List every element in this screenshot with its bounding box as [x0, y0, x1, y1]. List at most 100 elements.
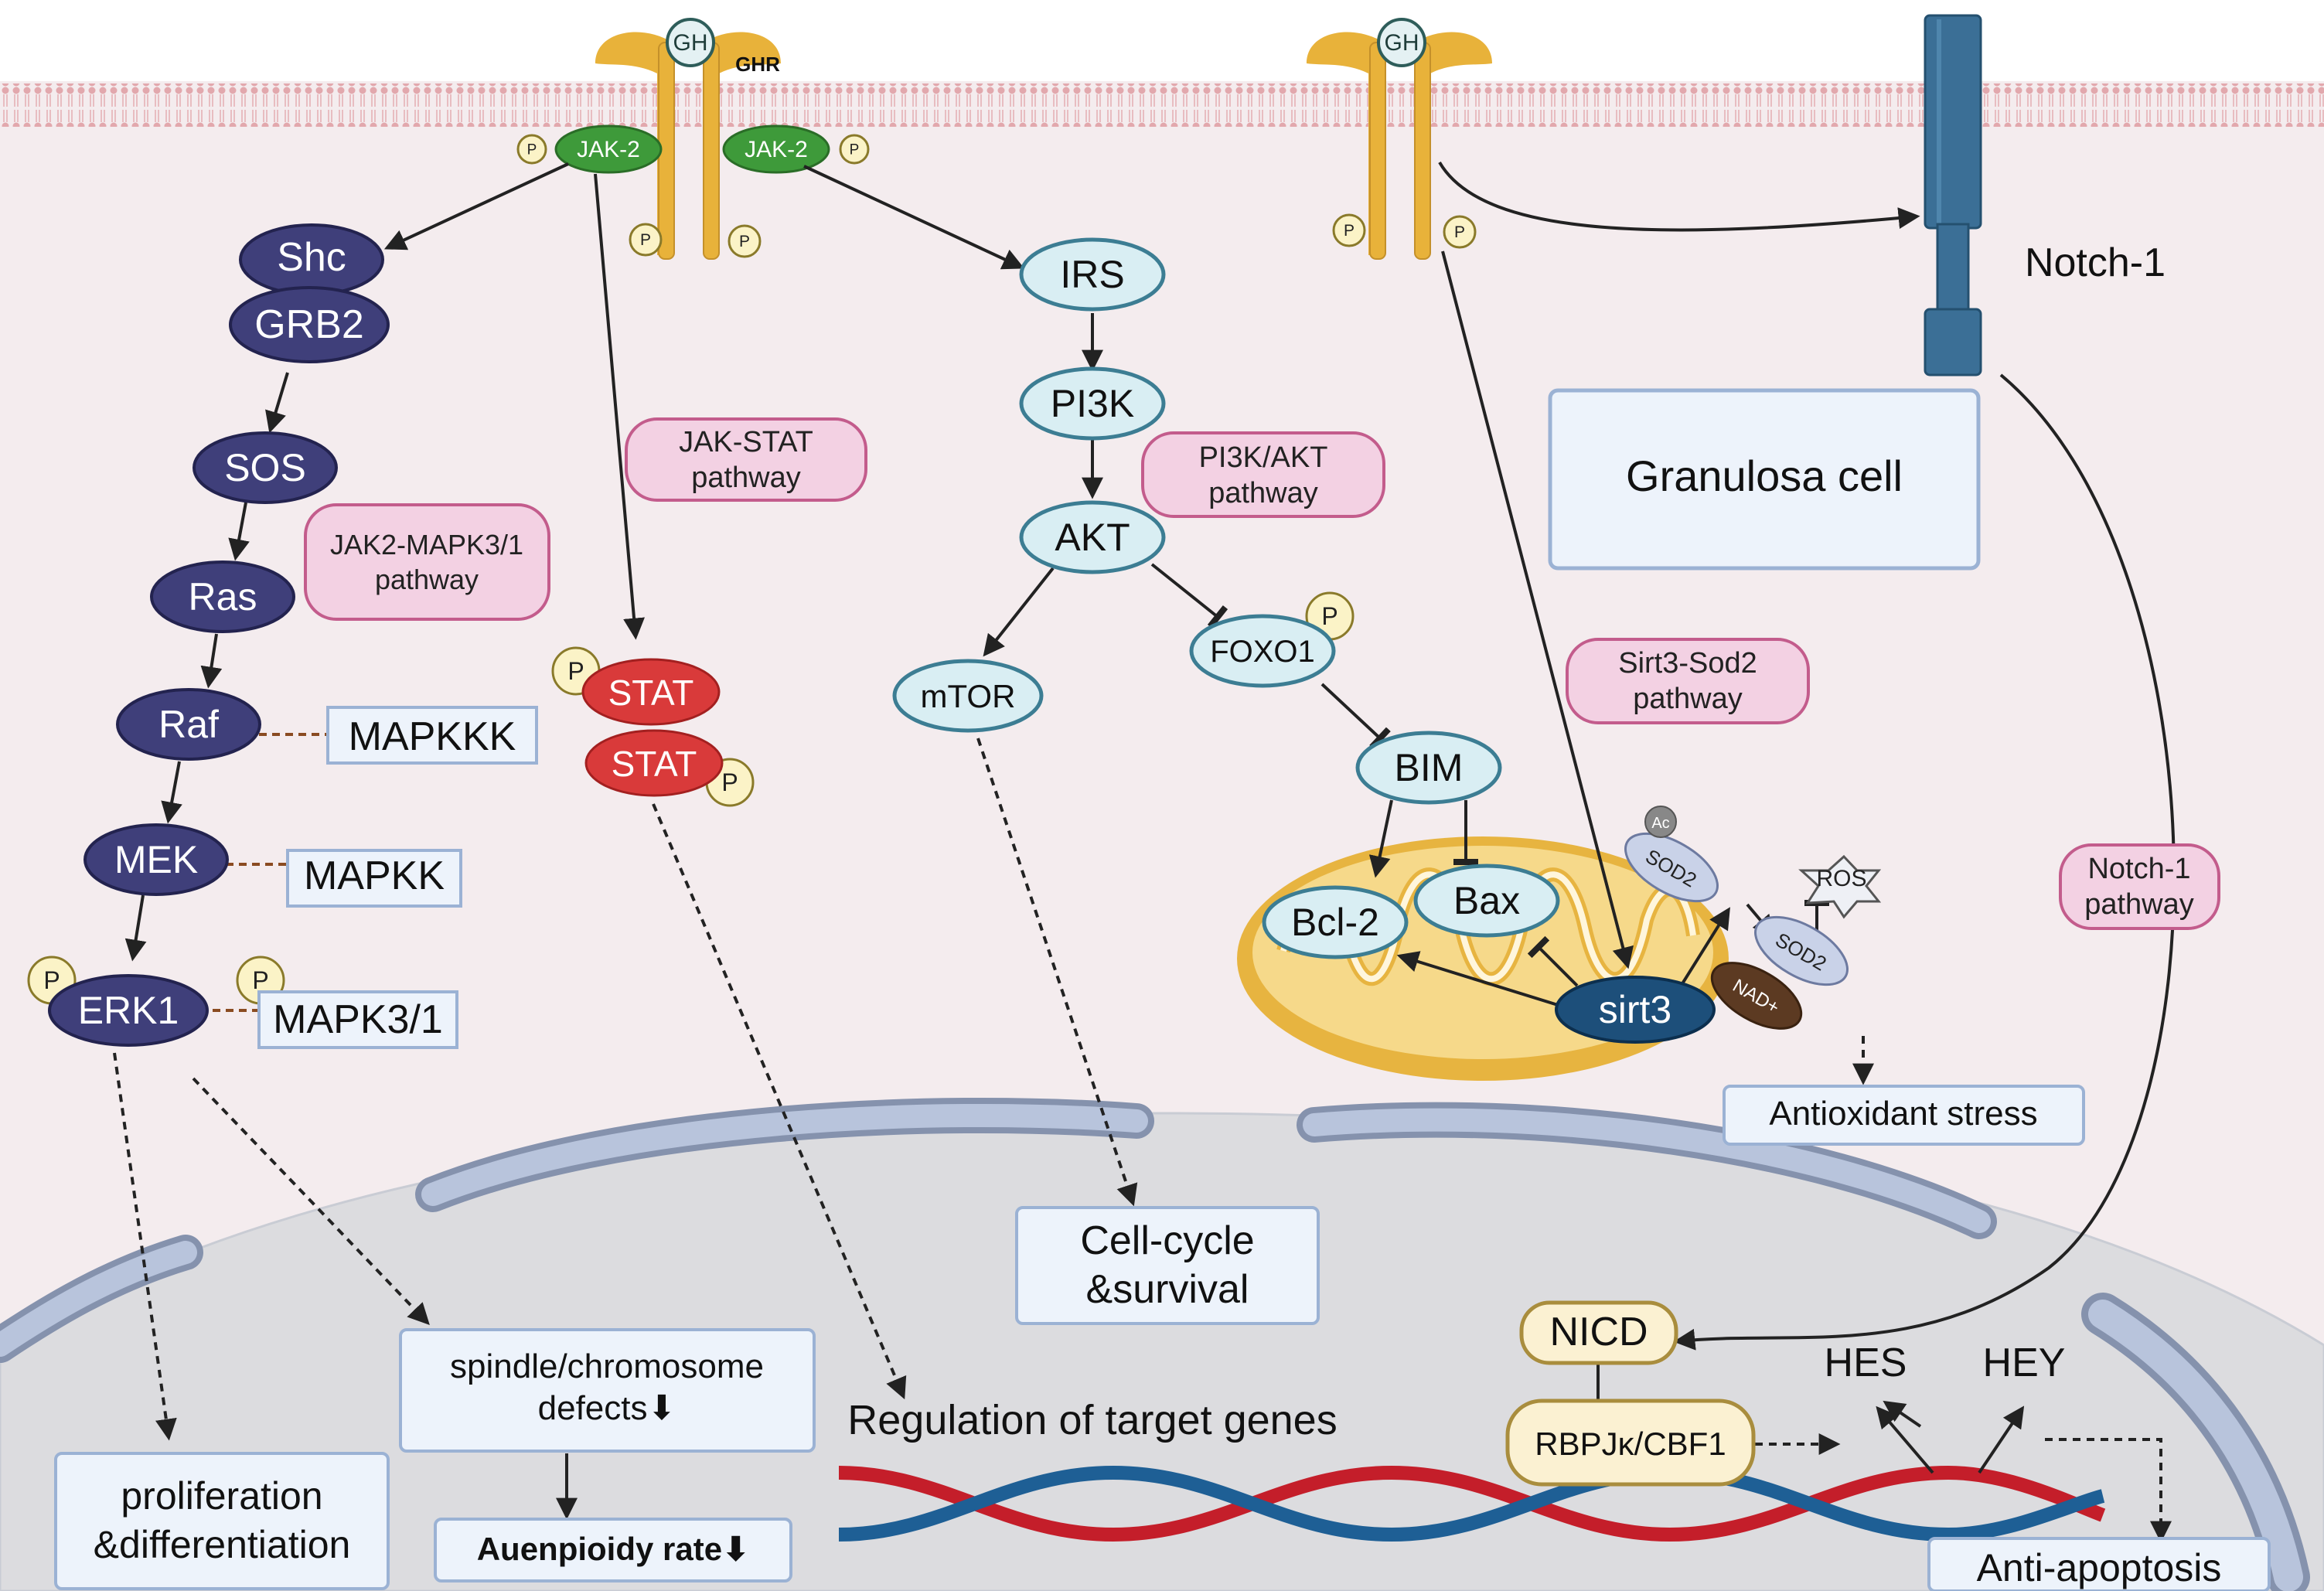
granulosa-cell-box	[1548, 388, 1981, 571]
mapkkk-label: MAPKKK	[349, 714, 516, 759]
jak2-mapk-pathway-label-2: pathway	[375, 564, 479, 595]
phosphate-label: P	[739, 233, 750, 250]
mapkk-box	[286, 849, 462, 908]
phosphate-label: P	[252, 966, 268, 994]
gh-label-right: GH	[1385, 30, 1419, 56]
ros-star	[1798, 854, 1882, 919]
cell-cycle-label-1: Cell-cycle	[1080, 1218, 1254, 1263]
irs-node	[1019, 237, 1166, 312]
jak-stat-pathway-label-2: pathway	[691, 462, 801, 494]
acetyl-group	[1644, 806, 1677, 838]
nad-node	[1710, 962, 1803, 1030]
akt-node	[1019, 500, 1166, 574]
gh-label-left: GH	[673, 30, 708, 56]
cell-cycle-box	[1015, 1206, 1320, 1325]
pi3k-chain-labels: IRS PI3K AKT mTOR FOXO1 BIM Bcl-2 Bax	[921, 253, 1521, 944]
pathway-labels: JAK2-MAPK3/1 pathway JAK-STAT pathway PI…	[304, 417, 2220, 930]
jak2-right-label: JAK-2	[745, 137, 808, 162]
cell-cycle-label-2: &survival	[1086, 1267, 1249, 1312]
sirt3-sod2-pathway-box	[1566, 638, 1810, 724]
target-genes-label: Regulation of target genes	[847, 1397, 1337, 1443]
growth-hormone-receptor-right: GH	[1307, 18, 1492, 260]
pi3k-akt-pathway-label-1: PI3K/AKT	[1199, 441, 1328, 474]
phosphate-group: P	[629, 223, 663, 257]
raf-label: Raf	[158, 703, 219, 746]
phosphate-label: P	[527, 141, 537, 158]
stat-top-node	[581, 658, 721, 726]
dna-helix	[838, 1465, 2106, 1542]
erk1-label: ERK1	[78, 989, 179, 1032]
mapkkk-box	[326, 706, 538, 765]
notch-nuclear: NICD RBPJκ/CBF1 HES HEY	[1505, 1300, 2065, 1487]
anti-apoptosis-box	[1927, 1537, 2271, 1591]
phosphate-group: P	[1443, 215, 1477, 249]
phosphate-label: P	[850, 141, 860, 158]
pi3k-akt-pathway-label-2: pathway	[1208, 477, 1318, 509]
stat-bottom-label: STAT	[612, 744, 697, 784]
jak-stat-pathway-label-1: JAK-STAT	[679, 426, 813, 458]
spindle-label-1: spindle/chromosome	[450, 1347, 764, 1385]
pi3k-chain	[892, 237, 1560, 959]
ghr-label: GHR	[735, 53, 780, 76]
jak2-mapk-pathway-label-1: JAK2-MAPK3/1	[330, 529, 523, 560]
mek-node	[83, 823, 229, 896]
notch1-receptor: Notch-1	[1924, 14, 2166, 376]
proliferation-label-2: &differentiation	[94, 1523, 351, 1566]
phosphate-group: P	[516, 134, 547, 165]
akt-label: AKT	[1055, 516, 1130, 559]
sod2-node	[1754, 915, 1849, 986]
mapk31-box	[257, 990, 458, 1049]
phosphate-group: P	[728, 224, 762, 258]
spindle-box	[399, 1328, 816, 1453]
nicd-box	[1519, 1300, 1678, 1365]
outcome-boxes: Antioxidant stress Cell-cycle &survival …	[54, 1085, 2271, 1591]
stat-bottom-node	[584, 729, 724, 797]
foxo1-label: FOXO1	[1210, 635, 1315, 669]
notch1-pathway-box	[2059, 843, 2220, 930]
aneuploidy-box	[434, 1518, 792, 1582]
brown-dashed-links	[213, 733, 326, 1012]
notch1-pathway-label-2: pathway	[2084, 888, 2194, 921]
mito-proteins: SOD2 Ac SOD2 NAD+ ROS sirt3	[1555, 806, 1882, 1044]
grb2-label: GRB2	[254, 302, 364, 347]
foxo1-node	[1189, 614, 1336, 688]
stat-dimer: STAT STAT	[581, 658, 724, 797]
sirt3-sod2-pathway-label-2: pathway	[1633, 683, 1743, 715]
sirt3-node	[1555, 976, 1716, 1044]
notch1-receptor-label: Notch-1	[2025, 240, 2166, 285]
gh-ligand-right	[1377, 18, 1426, 67]
pi3k-node	[1019, 366, 1166, 441]
grb2-node	[229, 286, 390, 363]
sirt3-sod2-pathway-label-1: Sirt3-Sod2	[1618, 647, 1757, 680]
shc-label: Shc	[277, 235, 346, 280]
spindle-label-2: defects⬇	[538, 1389, 676, 1427]
mtor-label: mTOR	[921, 678, 1016, 714]
sos-label: SOS	[224, 446, 306, 489]
phosphate-label: P	[1344, 222, 1355, 240]
bim-node	[1355, 731, 1502, 805]
bcl2-label: Bcl-2	[1291, 901, 1379, 944]
jak-stat-pathway-box	[625, 417, 867, 502]
phosphate-group: P	[1332, 213, 1366, 247]
sos-node	[193, 431, 338, 504]
nicd-label: NICD	[1549, 1310, 1648, 1354]
jak2-right	[722, 124, 830, 174]
antioxidant-box	[1723, 1085, 2085, 1146]
mtor-node	[892, 659, 1044, 733]
ras-node	[150, 560, 295, 633]
rbpj-box	[1505, 1399, 1756, 1487]
sirt3-label: sirt3	[1599, 988, 1671, 1031]
proliferation-box	[54, 1452, 390, 1590]
phosphate-label: P	[1321, 602, 1337, 630]
arrows	[124, 161, 2176, 1520]
mapk-chain: Shc GRB2 SOS Ras Raf MEK ERK1 MAPKKK MAP…	[48, 223, 538, 1049]
phosphate-label: P	[721, 768, 738, 796]
phosphate-label: P	[43, 966, 60, 994]
sod2-acetylated-node	[1624, 832, 1719, 903]
notch1-pathway-label-1: Notch-1	[2087, 853, 2190, 885]
pi3k-label: PI3K	[1051, 382, 1134, 425]
granulosa-cell-label: Granulosa cell	[1626, 451, 1903, 500]
rbpj-label: RBPJκ/CBF1	[1535, 1426, 1726, 1462]
raf-node	[116, 688, 261, 761]
